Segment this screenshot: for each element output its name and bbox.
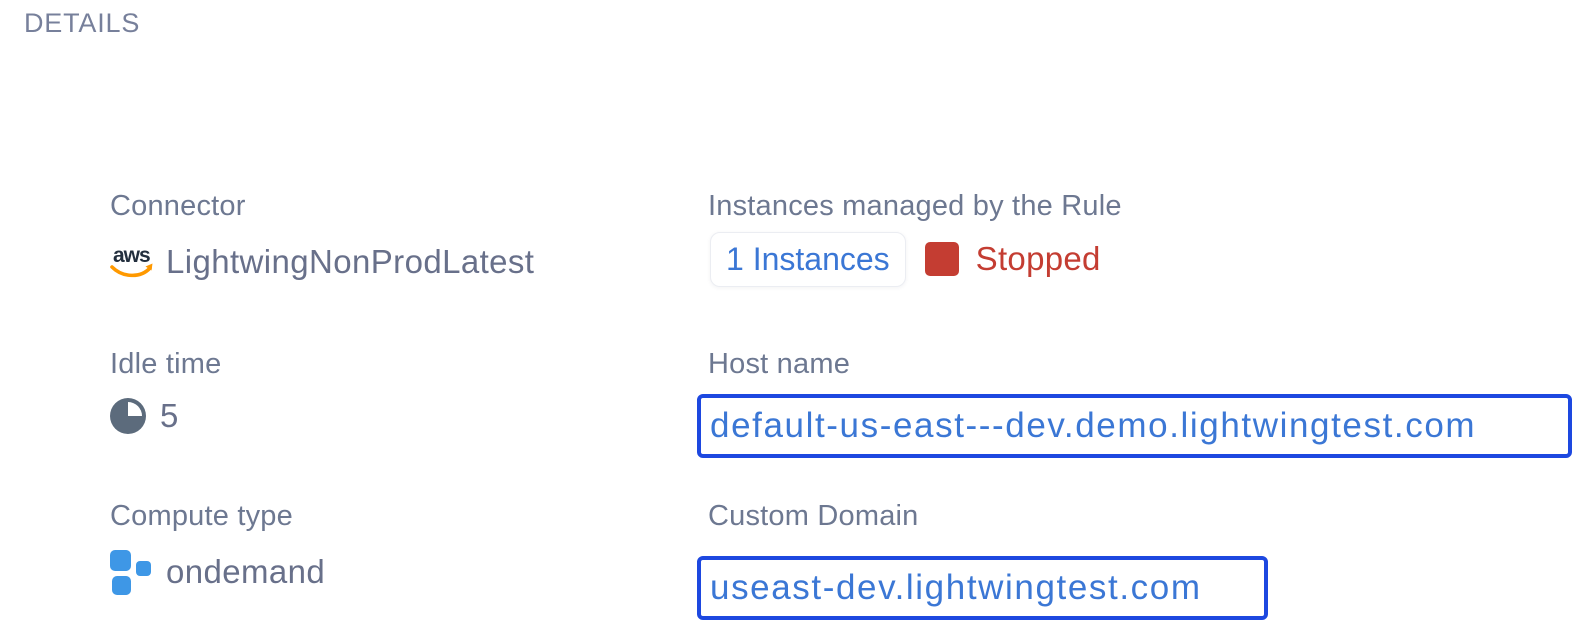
compute-blocks-icon	[108, 548, 154, 596]
svg-text:aws: aws	[113, 244, 150, 267]
aws-icon: aws	[108, 241, 154, 283]
custom-domain-link[interactable]: useast-dev.lightwingtest.com	[710, 568, 1202, 607]
idle-time-label: Idle time	[110, 348, 222, 380]
compute-type-field: Compute type ondemand	[108, 498, 325, 596]
compute-type-value-row: ondemand	[108, 548, 325, 596]
compute-type-label: Compute type	[110, 500, 293, 532]
host-name-box: default-us-east---dev.demo.lightwingtest…	[697, 394, 1572, 458]
connector-value-row: aws LightwingNonProdLatest	[108, 238, 534, 286]
connector-label: Connector	[110, 190, 246, 222]
custom-domain-box: useast-dev.lightwingtest.com	[697, 556, 1268, 620]
instances-count-chip[interactable]: 1 Instances	[710, 231, 906, 287]
status-text: Stopped	[975, 240, 1101, 277]
instances-count-link[interactable]: 1 Instances	[726, 240, 890, 277]
instances-managed-label: Instances managed by the Rule	[708, 190, 1122, 222]
stopped-status-square-icon	[924, 242, 959, 276]
idle-time-field: Idle time 5	[108, 346, 221, 440]
host-name-link[interactable]: default-us-east---dev.demo.lightwingtest…	[710, 406, 1477, 445]
page-title: DETAILS	[24, 8, 141, 38]
instances-value-row: 1 Instances Stopped	[710, 228, 1101, 290]
connector-field: Connector aws LightwingNonProdLatest	[108, 188, 534, 286]
host-name-label: Host name	[708, 348, 851, 380]
pie-clock-icon	[108, 396, 148, 436]
compute-type-value: ondemand	[166, 553, 326, 590]
connector-value: LightwingNonProdLatest	[166, 243, 535, 280]
custom-domain-label: Custom Domain	[708, 500, 919, 532]
idle-time-value: 5	[160, 397, 179, 434]
idle-time-value-row: 5	[108, 392, 221, 440]
